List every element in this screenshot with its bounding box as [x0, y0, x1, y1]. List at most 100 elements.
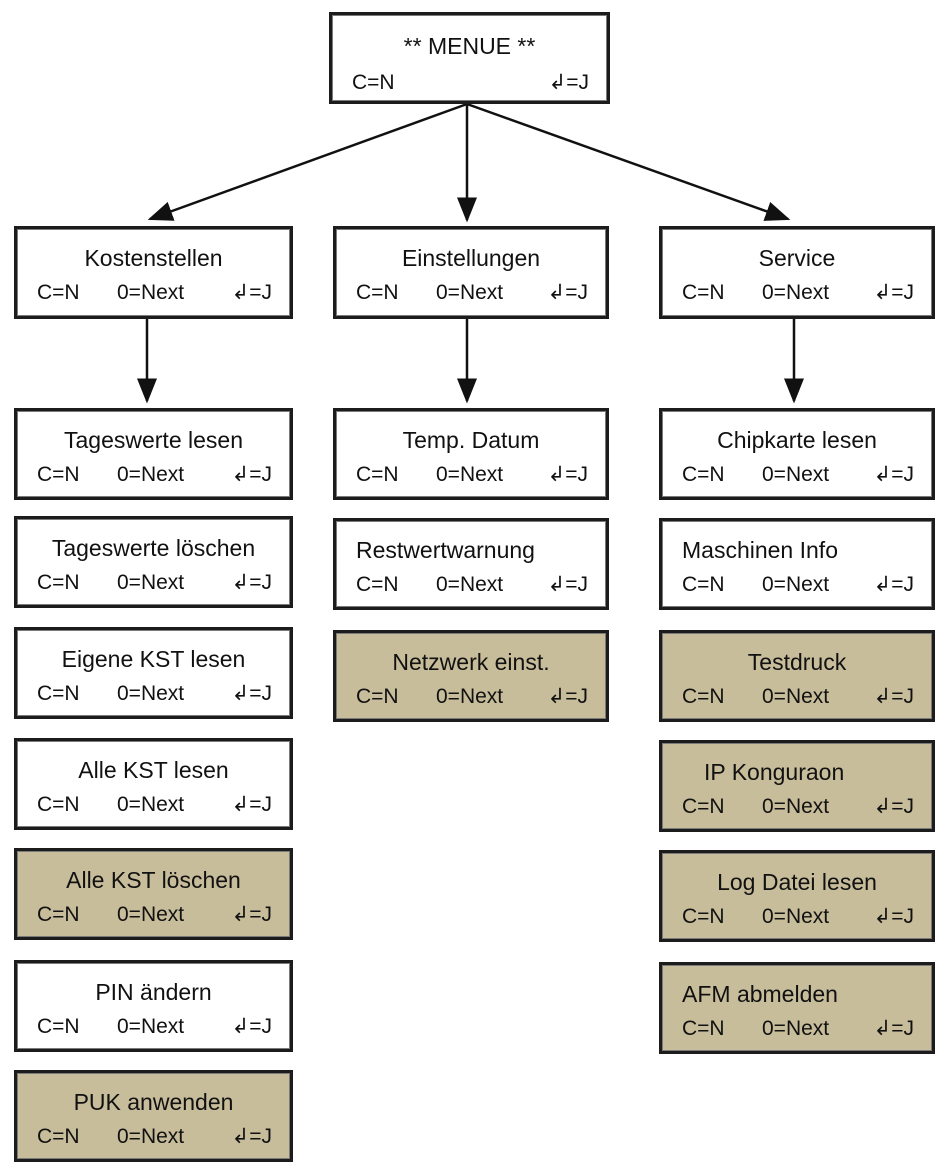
next-hint: 0=Next	[762, 795, 830, 818]
cancel-hint: C=N	[37, 903, 80, 926]
menu-box-title: Alle KST lesen	[78, 757, 229, 783]
enter-hint: ↲=J	[873, 905, 914, 928]
enter-hint: ↲=J	[547, 281, 588, 304]
menu-box-title: PUK anwenden	[73, 1089, 234, 1115]
cancel-hint: C=N	[37, 281, 80, 304]
next-hint: 0=Next	[762, 573, 830, 596]
next-hint: 0=Next	[436, 573, 504, 596]
cancel-hint: C=N	[682, 281, 725, 304]
menu-box-title: PIN ändern	[95, 979, 212, 1005]
enter-hint: ↲=J	[547, 463, 588, 486]
enter-hint: ↲=J	[231, 463, 272, 486]
menu-box-einstellungen[interactable]: Einstellungen C=N 0=Next ↲=J	[333, 226, 609, 319]
menu-box-puk-anwenden[interactable]: PUK anwenden C=N 0=Next ↲=J	[14, 1070, 293, 1162]
cancel-hint: C=N	[356, 463, 399, 486]
enter-hint: ↲=J	[873, 573, 914, 596]
next-hint: 0=Next	[117, 793, 185, 816]
menu-box-title: Kostenstellen	[84, 245, 223, 271]
next-hint: 0=Next	[117, 463, 185, 486]
enter-hint: ↲=J	[547, 573, 588, 596]
menu-box-tageswerte-loeschen[interactable]: Tageswerte löschen C=N 0=Next ↲=J	[14, 516, 293, 608]
enter-hint: ↲=J	[873, 281, 914, 304]
next-hint: 0=Next	[117, 682, 185, 705]
menu-box-kostenstellen[interactable]: Kostenstellen C=N 0=Next ↲=J	[14, 226, 293, 319]
enter-hint: ↲=J	[231, 793, 272, 816]
menu-box-title: IP Konguraon	[704, 759, 845, 785]
enter-hint: ↲=J	[231, 903, 272, 926]
menu-box-title: AFM abmelden	[682, 981, 838, 1007]
menu-box-title: Maschinen Info	[682, 537, 838, 563]
enter-hint: ↲=J	[548, 71, 589, 94]
cancel-hint: C=N	[356, 573, 399, 596]
enter-hint: ↲=J	[873, 795, 914, 818]
next-hint: 0=Next	[436, 463, 504, 486]
enter-hint: ↲=J	[231, 571, 272, 594]
cancel-hint: C=N	[682, 573, 725, 596]
menu-box-title: Tageswerte löschen	[51, 535, 256, 561]
cancel-hint: C=N	[682, 795, 725, 818]
menu-box-title: Chipkarte lesen	[717, 427, 877, 453]
arrow-menu-to-kostenstellen	[147, 102, 468, 221]
enter-hint: ↲=J	[873, 685, 914, 708]
next-hint: 0=Next	[762, 685, 830, 708]
enter-hint: ↲=J	[873, 1017, 914, 1040]
next-hint: 0=Next	[117, 281, 185, 304]
menu-box-chipkarte-lesen[interactable]: Chipkarte lesen C=N 0=Next ↲=J	[659, 408, 935, 500]
menu-box-netzwerk-einst[interactable]: Netzwerk einst. C=N 0=Next ↲=J	[333, 630, 609, 722]
menu-box-alle-kst-loeschen[interactable]: Alle KST löschen C=N 0=Next ↲=J	[14, 848, 293, 940]
next-hint: 0=Next	[117, 1125, 185, 1148]
cancel-hint: C=N	[37, 571, 80, 594]
next-hint: 0=Next	[117, 1015, 185, 1038]
menu-box-tageswerte-lesen[interactable]: Tageswerte lesen C=N 0=Next ↲=J	[14, 408, 293, 500]
cancel-hint: C=N	[37, 1015, 80, 1038]
cancel-hint: C=N	[682, 463, 725, 486]
menu-root-title: ** MENUE **	[403, 33, 536, 59]
menu-box-title: Service	[758, 245, 836, 271]
cancel-hint: C=N	[37, 682, 80, 705]
menu-box-log-datei-lesen[interactable]: Log Datei lesen C=N 0=Next ↲=J	[659, 850, 935, 942]
next-hint: 0=Next	[762, 463, 830, 486]
next-hint: 0=Next	[762, 281, 830, 304]
menu-box-testdruck[interactable]: Testdruck C=N 0=Next ↲=J	[659, 630, 935, 722]
menu-box-title: Temp. Datum	[402, 427, 540, 453]
enter-hint: ↲=J	[231, 1015, 272, 1038]
menu-box-service[interactable]: Service C=N 0=Next ↲=J	[659, 226, 935, 319]
menu-box-title: Eigene KST lesen	[61, 646, 246, 672]
enter-hint: ↲=J	[231, 1125, 272, 1148]
menu-box-title: Alle KST löschen	[66, 867, 241, 893]
menu-box-title: Einstellungen	[401, 245, 541, 271]
next-hint: 0=Next	[117, 571, 185, 594]
enter-hint: ↲=J	[547, 685, 588, 708]
cancel-hint: C=N	[37, 1125, 80, 1148]
menu-box-pin-aendern[interactable]: PIN ändern C=N 0=Next ↲=J	[14, 960, 293, 1052]
menu-box-maschinen-info[interactable]: Maschinen Info C=N 0=Next ↲=J	[659, 518, 935, 610]
menu-root-box[interactable]: ** MENUE ** C=N ↲=J	[329, 12, 610, 104]
menu-box-temp-datum[interactable]: Temp. Datum C=N 0=Next ↲=J	[333, 408, 609, 500]
menu-box-ip-konfiguration[interactable]: IP Konguraon C=N 0=Next ↲=J	[659, 740, 935, 832]
cancel-hint: C=N	[682, 1017, 725, 1040]
menu-box-title: Restwertwarnung	[356, 537, 535, 563]
next-hint: 0=Next	[762, 1017, 830, 1040]
menu-box-afm-abmelden[interactable]: AFM abmelden C=N 0=Next ↲=J	[659, 962, 935, 1054]
menu-box-restwertwarnung[interactable]: Restwertwarnung C=N 0=Next ↲=J	[333, 518, 609, 610]
arrow-menu-to-service	[466, 102, 791, 221]
cancel-hint: C=N	[352, 71, 395, 94]
next-hint: 0=Next	[762, 905, 830, 928]
cancel-hint: C=N	[37, 793, 80, 816]
cancel-hint: C=N	[356, 281, 399, 304]
cancel-hint: C=N	[356, 685, 399, 708]
cancel-hint: C=N	[682, 685, 725, 708]
menu-box-title: Testdruck	[747, 649, 847, 675]
menu-box-title: Tageswerte lesen	[64, 427, 243, 453]
cancel-hint: C=N	[682, 905, 725, 928]
next-hint: 0=Next	[436, 281, 504, 304]
enter-hint: ↲=J	[231, 682, 272, 705]
menu-box-alle-kst-lesen[interactable]: Alle KST lesen C=N 0=Next ↲=J	[14, 738, 293, 830]
menu-box-title: Log Datei lesen	[717, 869, 877, 895]
menu-box-title: Netzwerk einst.	[392, 649, 550, 675]
next-hint: 0=Next	[117, 903, 185, 926]
menu-box-eigene-kst-lesen[interactable]: Eigene KST lesen C=N 0=Next ↲=J	[14, 627, 293, 719]
next-hint: 0=Next	[436, 685, 504, 708]
enter-hint: ↲=J	[873, 463, 914, 486]
